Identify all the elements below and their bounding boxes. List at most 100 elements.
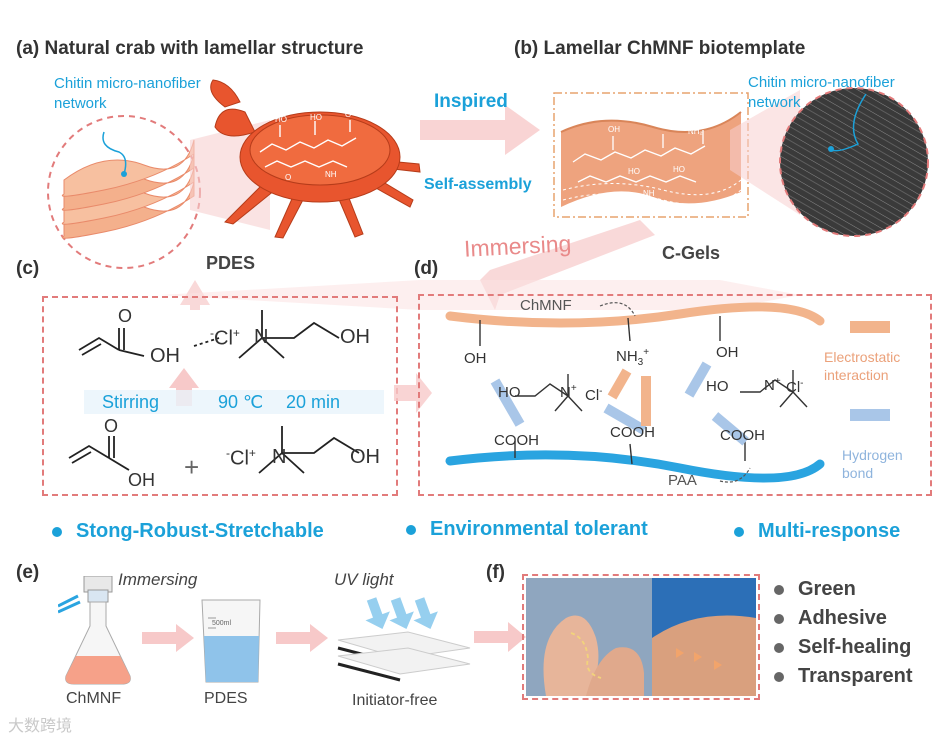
feature-3: Multi-response (734, 520, 900, 543)
beaker-icon (201, 599, 261, 683)
inspired-label: Inspired (434, 91, 508, 112)
cl2-text: Cl (786, 379, 801, 396)
pdes-label: PDES (206, 253, 256, 273)
flask-icon (58, 576, 131, 685)
uv-light-label: UV light (334, 570, 394, 589)
panel-c-label: (c) (16, 258, 40, 279)
property-bullet-1 (774, 584, 784, 595)
network-label-line1: Chitin micro-nanofiber (54, 75, 201, 92)
legend-hydrogen: Hydrogen bond (842, 446, 903, 482)
feature-1-text: Stong-Robust-Stretchable (76, 520, 324, 542)
sem-circle (776, 84, 932, 240)
immersing-step-label: Immersing (118, 570, 198, 589)
property-green: Green (774, 578, 934, 601)
ho-2-label: HO (706, 378, 729, 395)
legend-electrostatic: Electrostatic interaction (824, 348, 900, 384)
cl-bottom-label: -Cl+ (226, 446, 256, 470)
oh-2-label: OH (716, 344, 739, 361)
cooh-2-label: COOH (610, 424, 655, 441)
panel-f-label: (f) (486, 562, 505, 583)
panel-d-box (418, 294, 932, 496)
cl-top-label: -Cl+ (210, 326, 240, 350)
property-transparent: Transparent (774, 665, 934, 688)
panel-a-title: (a) Natural crab with lamellar structure (16, 38, 364, 59)
svg-text:HO: HO (275, 115, 287, 124)
oh-right-bottom-label: OH (350, 446, 380, 468)
panel-c-chemistry (68, 310, 384, 474)
property-bullet-4 (774, 671, 784, 682)
cooh-1-label: COOH (494, 432, 539, 449)
svg-text:HO: HO (628, 167, 640, 176)
property-green-text: Green (798, 578, 856, 600)
o-top-label: O (118, 306, 133, 326)
panel-b-network-label: Chitin micro-nanofiber network (748, 73, 895, 113)
crab-image: HO HO O O NH (205, 72, 425, 242)
svg-text:NH: NH (325, 170, 337, 179)
panel-f-photos (526, 578, 756, 696)
cooh-3-label: COOH (720, 427, 765, 444)
chmnf-step-label: ChMNF (66, 690, 122, 707)
cl-bottom-text: Cl (230, 447, 249, 470)
svg-text:NH: NH (643, 189, 655, 198)
immersing-arrow-label: Immersing (463, 230, 572, 262)
panel-a-network-label: Chitin micro-nanofiber network (54, 74, 201, 114)
watermark: 大数跨境 (8, 718, 73, 735)
svg-text:OH: OH (608, 125, 620, 134)
n2-text: N (764, 377, 775, 394)
cgels-label: C-Gels (662, 243, 721, 263)
cl1-text: Cl (585, 387, 600, 404)
feature-2-text: Environmental tolerant (430, 518, 648, 540)
nh3-text: NH (616, 348, 638, 365)
network-label-line2: network (54, 95, 107, 112)
svg-text:HO: HO (310, 113, 322, 122)
feature-3-text: Multi-response (758, 520, 901, 542)
svg-text:HO: HO (673, 165, 685, 174)
property-bullet-3 (774, 642, 784, 653)
ho-1-label: HO (498, 384, 521, 401)
network-label-line2-b: network (748, 94, 801, 111)
property-self-healing: Self-healing (774, 636, 934, 659)
initiator-free-label: Initiator-free (352, 692, 438, 709)
o-bottom-label: O (104, 416, 119, 436)
n-2-label: N+ (764, 376, 781, 394)
panel-e-label: (e) (16, 562, 40, 583)
property-adhesive: Adhesive (774, 607, 934, 630)
n-top-label: N (254, 326, 269, 348)
panel-f-photo-box (522, 574, 760, 700)
legend-hydrogen-line1: Hydrogen (842, 447, 903, 463)
beaker-volume-label: 500ml (212, 620, 232, 627)
pdes-step-label: PDES (204, 690, 248, 707)
n1-text: N (560, 384, 571, 401)
paa-fiber-label: PAA (668, 472, 697, 489)
nh3-label: NH3+ (616, 347, 650, 368)
oh-bottom-label: OH (128, 470, 155, 490)
cl-2-label: Cl- (786, 378, 804, 396)
n-bottom-label: N (272, 446, 287, 468)
panel-f-properties: Green Adhesive Self-healing Transparent (774, 578, 934, 688)
panel-d-label: (d) (414, 258, 439, 279)
n-1-label: N+ (560, 383, 577, 401)
plus-sign: + (184, 452, 200, 482)
network-label-line1-b: Chitin micro-nanofiber (748, 74, 895, 91)
feature-1: Stong-Robust-Stretchable (52, 520, 324, 543)
svg-text:O: O (285, 173, 291, 182)
svg-text:O: O (345, 110, 351, 119)
self-assembly-label: Self-assembly (424, 176, 532, 193)
cl-top-text: Cl (214, 327, 233, 350)
oh-right-top-label: OH (340, 326, 370, 348)
legend-hydrogen-line2: bond (842, 465, 874, 481)
uv-plates-icon (337, 597, 471, 682)
bullet-dot-3 (734, 526, 744, 537)
property-transparent-text: Transparent (798, 665, 913, 687)
property-adhesive-text: Adhesive (798, 607, 887, 629)
bullet-dot-2 (406, 524, 416, 535)
c-to-d-arrow (394, 373, 432, 413)
legend-electrostatic-line2: interaction (824, 367, 889, 383)
property-self-healing-text: Self-healing (798, 636, 912, 658)
bullet-dot-1 (52, 526, 62, 537)
oh-top-label: OH (150, 345, 180, 367)
panel-d-network (445, 302, 890, 483)
e-to-f-arrow (474, 622, 526, 652)
property-bullet-2 (774, 613, 784, 624)
stirring-label: Stirring (102, 392, 160, 412)
